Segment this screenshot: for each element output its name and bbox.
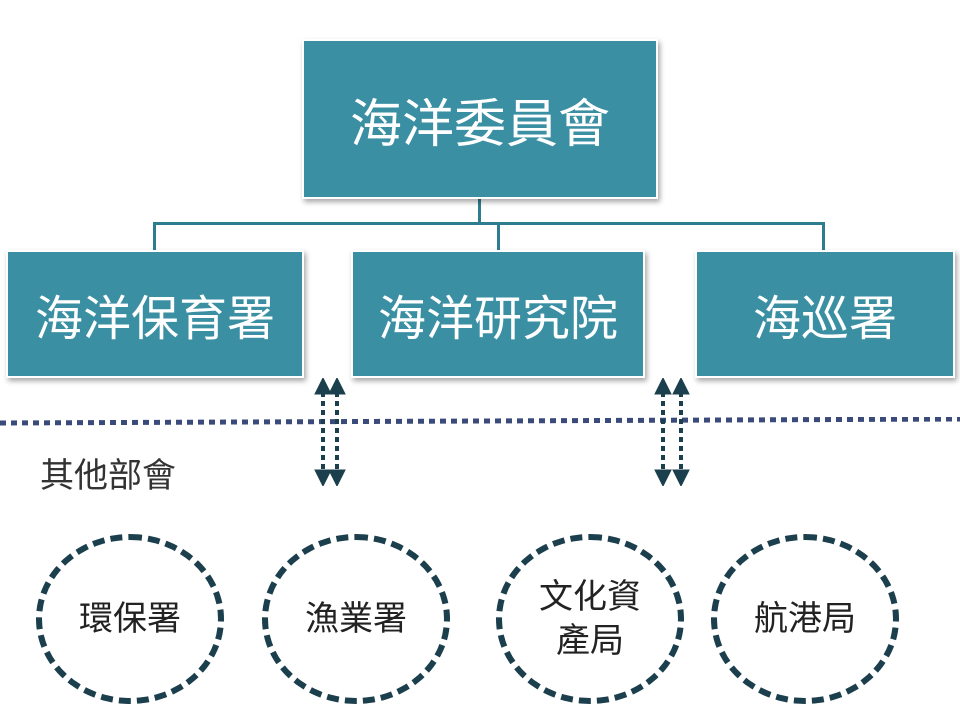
node-label: 海巡署: [752, 291, 897, 347]
agency-epa: 環保署: [36, 534, 224, 704]
node-coast-guard: 海巡署: [695, 250, 955, 378]
connector-trunk: [478, 199, 481, 224]
agency-fisheries: 漁業署: [262, 534, 450, 704]
node-marine-conservation: 海洋保育署: [6, 250, 304, 378]
node-top: 海洋委員會: [302, 39, 658, 199]
agency-label: 文化資 產局: [539, 577, 641, 661]
double-arrow-left: [314, 378, 346, 486]
dotted-separator: [0, 417, 960, 426]
node-label: 海洋保育署: [34, 291, 275, 347]
connector-bus: [153, 222, 825, 225]
agency-cultural-heritage: 文化資 產局: [496, 534, 684, 704]
double-arrow-right: [654, 378, 690, 486]
agency-maritime-port: 航港局: [711, 534, 899, 704]
connector-right: [822, 222, 825, 250]
node-label: 海洋研究院: [377, 291, 618, 347]
connector-middle: [497, 222, 500, 250]
agency-label: 漁業署: [305, 599, 407, 639]
agency-label: 航港局: [754, 599, 856, 639]
node-top-label: 海洋委員會: [349, 94, 610, 155]
agency-label: 環保署: [79, 599, 181, 639]
node-marine-research: 海洋研究院: [351, 250, 645, 378]
connector-left: [153, 222, 156, 250]
section-label: 其他部會: [40, 456, 176, 496]
